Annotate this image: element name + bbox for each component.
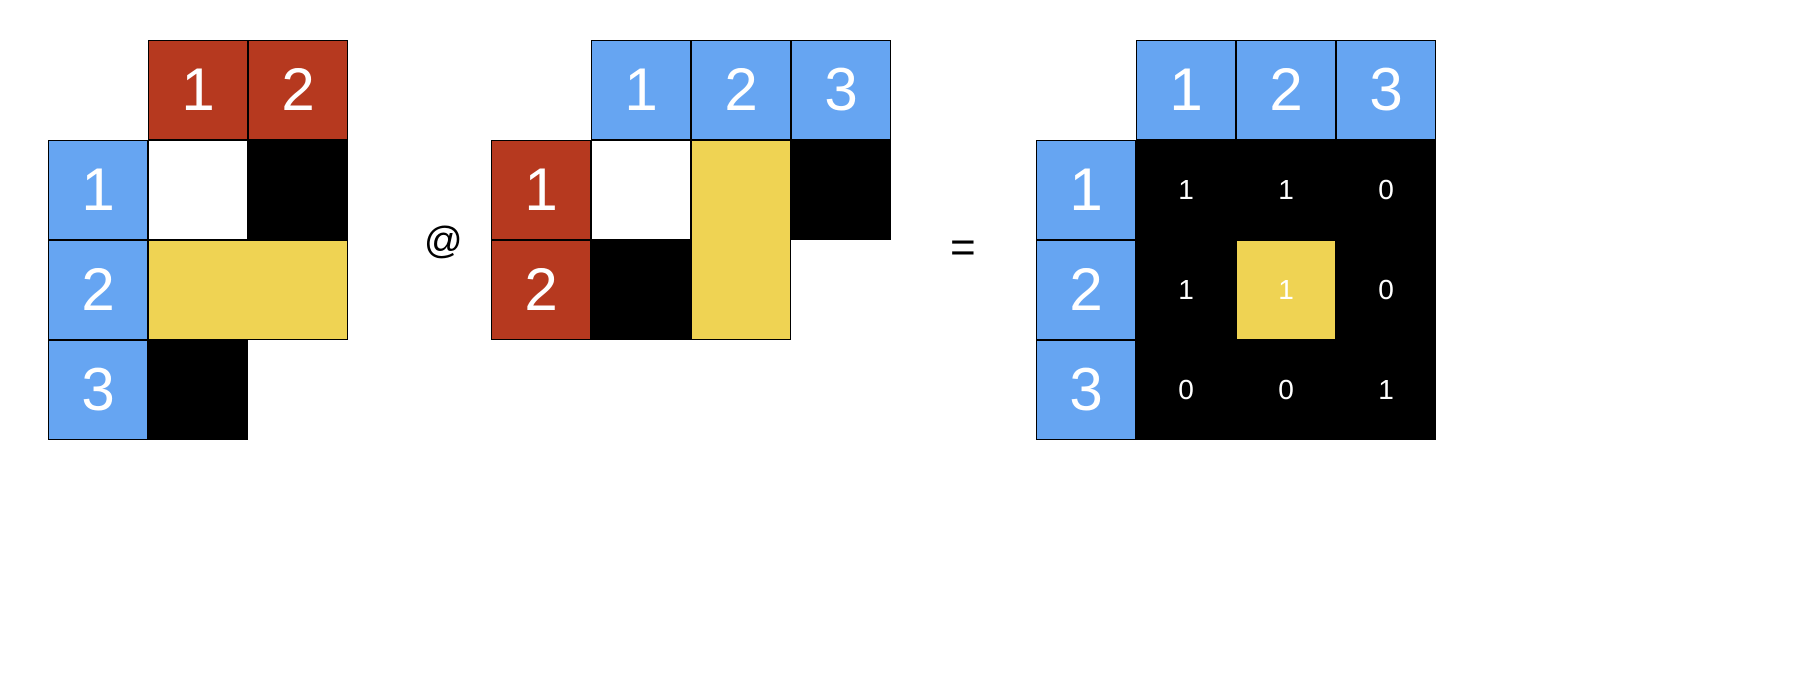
left-cell-2-1-2-merged: [148, 240, 348, 340]
result-cell-3-1: 0: [1136, 340, 1236, 440]
left-cell-1-2: [248, 140, 348, 240]
left-row-header-2: 2: [48, 240, 148, 340]
result-row-header-3: 3: [1036, 340, 1136, 440]
result-col-header-1: 1: [1136, 40, 1236, 140]
result-cell-1-3: 0: [1336, 140, 1436, 240]
equals-operator: =: [950, 223, 976, 272]
result-row-header-2: 2: [1036, 240, 1136, 340]
left-cell-1-1: [148, 140, 248, 240]
middle-cell-2-1: [591, 240, 691, 340]
left-col-header-2: 2: [248, 40, 348, 140]
left-row-header-1: 1: [48, 140, 148, 240]
result-cell-3-3: 1: [1336, 340, 1436, 440]
left-col-header-1: 1: [148, 40, 248, 140]
result-row-header-1: 1: [1036, 140, 1136, 240]
result-cell-1-1: 1: [1136, 140, 1236, 240]
middle-col-header-1: 1: [591, 40, 691, 140]
result-cell-1-2: 1: [1236, 140, 1336, 240]
left-cell-3-1: [148, 340, 248, 440]
left-row-header-3: 3: [48, 340, 148, 440]
middle-col-header-3: 3: [791, 40, 891, 140]
result-cell-3-2: 0: [1236, 340, 1336, 440]
result-cell-2-1: 1: [1136, 240, 1236, 340]
middle-cell-column-2-merged: [691, 140, 791, 340]
middle-col-header-2: 2: [691, 40, 791, 140]
result-col-header-2: 2: [1236, 40, 1336, 140]
middle-cell-1-1: [591, 140, 691, 240]
result-cell-2-2: 1: [1236, 240, 1336, 340]
result-col-header-3: 3: [1336, 40, 1436, 140]
middle-cell-1-3: [791, 140, 891, 240]
middle-row-header-1: 1: [491, 140, 591, 240]
middle-row-header-2: 2: [491, 240, 591, 340]
result-cell-2-3: 0: [1336, 240, 1436, 340]
matmul-operator: @: [424, 220, 463, 262]
